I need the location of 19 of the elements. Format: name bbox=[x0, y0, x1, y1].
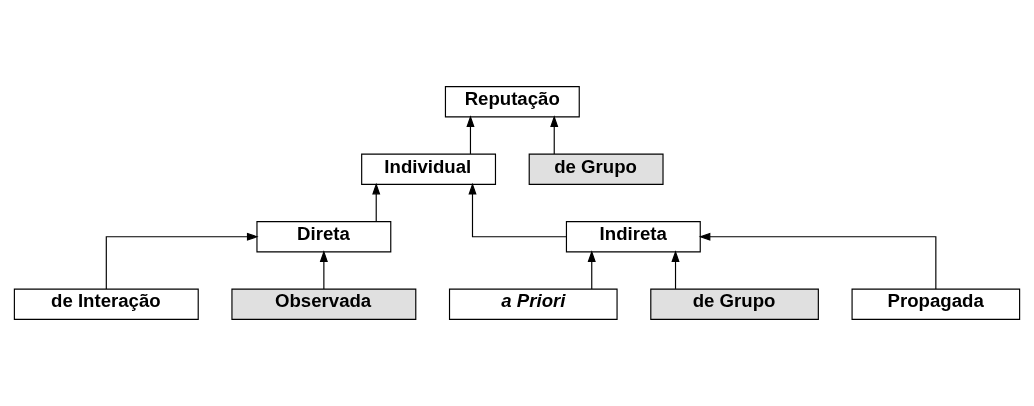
node-box: de Grupo bbox=[528, 153, 664, 185]
node-box: de Interação bbox=[13, 288, 199, 320]
node-box: Indireta bbox=[565, 221, 701, 253]
node-box: Propagada bbox=[851, 288, 1021, 320]
node-box: a Priori bbox=[448, 288, 618, 320]
arrow bbox=[319, 250, 328, 290]
arrow bbox=[466, 115, 475, 155]
arrow bbox=[550, 115, 559, 155]
node-box: Direta bbox=[256, 221, 392, 253]
arrow bbox=[698, 232, 937, 290]
node-box: Reputação bbox=[444, 86, 580, 118]
arrow bbox=[671, 250, 680, 290]
arrow bbox=[587, 250, 596, 290]
node-box: de Grupo bbox=[650, 288, 819, 320]
node-box: Observada bbox=[231, 288, 417, 320]
arrow bbox=[105, 232, 259, 290]
arrow bbox=[372, 182, 381, 222]
node-box: Individual bbox=[361, 153, 497, 185]
arrow bbox=[468, 182, 567, 238]
